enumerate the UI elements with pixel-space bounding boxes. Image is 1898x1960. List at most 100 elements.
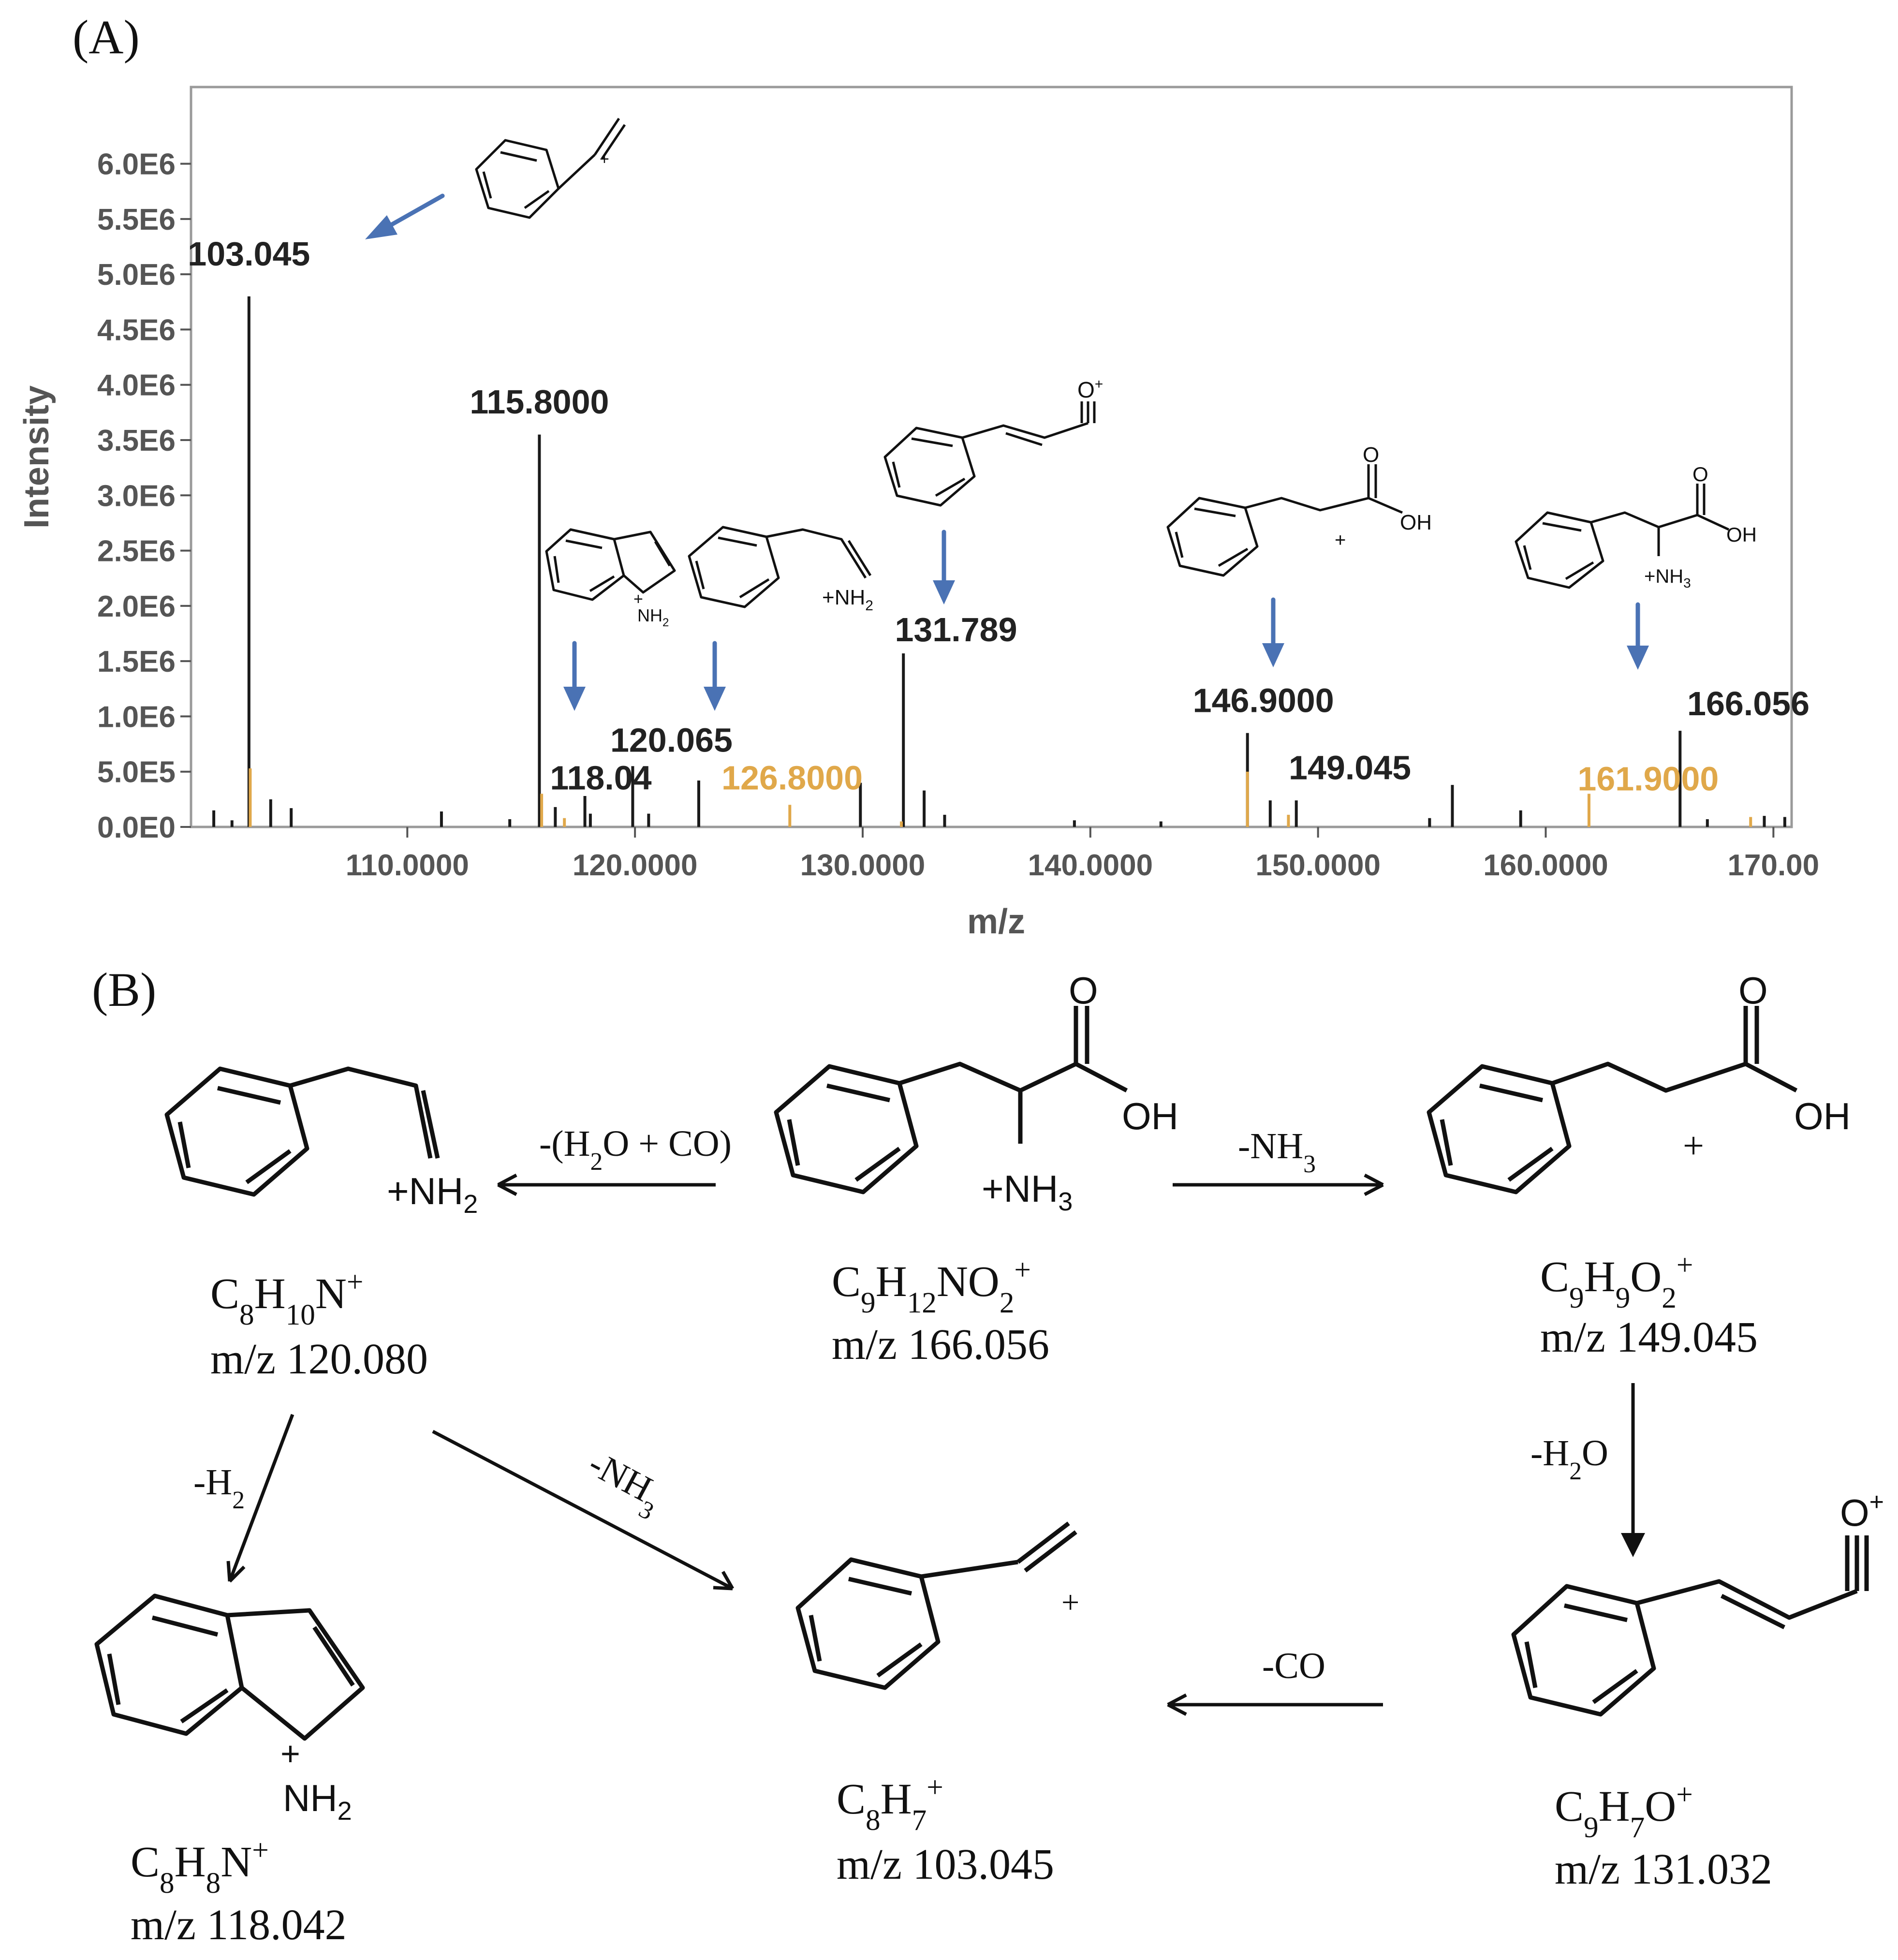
compound-labels: C8H10N+ m/z 120.080 C9H12NO2+ m/z 166.05… xyxy=(131,1249,1772,1949)
arrow-to-166 xyxy=(1627,602,1649,670)
inset-phe-hydroxyl: OH xyxy=(1726,523,1757,546)
x-tick-label: 120.0000 xyxy=(573,849,698,882)
inset-styrene-structure: + xyxy=(475,118,626,219)
scheme-phe-hydroxyl: OH xyxy=(1122,1095,1178,1137)
x-tick-label: 160.0000 xyxy=(1483,849,1608,882)
inset-phe-structure: O OH +NH3 xyxy=(1515,463,1757,590)
scheme-indole-charge: + xyxy=(280,1735,300,1772)
x-tick-label: 130.0000 xyxy=(800,849,926,882)
inset-acid-carbonyl: O xyxy=(1363,443,1379,467)
scheme-acid-charge: + xyxy=(1683,1124,1704,1166)
peak-label: 166.056 xyxy=(1687,685,1810,722)
inset-styrene-charge: + xyxy=(600,150,609,168)
arrow-to-118 xyxy=(563,641,586,711)
y-tick-label: 5.5E6 xyxy=(97,203,176,236)
y-axis: 0.0E05.0E51.0E61.5E62.0E62.5E63.0E63.5E6… xyxy=(97,148,191,844)
y-tick-label: 3.5E6 xyxy=(97,424,176,457)
x-tick-label: 150.0000 xyxy=(1255,849,1381,882)
scheme-acylium-oxygen: O+ xyxy=(1840,1488,1884,1534)
y-tick-label: 2.5E6 xyxy=(97,535,176,568)
y-tick-label: 0.0E0 xyxy=(97,811,176,844)
scheme-phe-amine: +NH3 xyxy=(982,1167,1073,1216)
inset-imine-amine: +NH2 xyxy=(822,586,873,614)
scheme-indole-structure: + NH2 xyxy=(94,1593,365,1826)
scheme-phe-carbonyl: O xyxy=(1069,969,1098,1012)
arrow-imine-to-indole xyxy=(228,1414,294,1582)
inset-acylium-structure: O+ xyxy=(883,376,1103,507)
arrow-to-131 xyxy=(933,530,955,604)
scheme-acid-hydroxyl: OH xyxy=(1794,1095,1851,1137)
panel-a-label: (A) xyxy=(73,10,140,64)
scheme-acylium-structure: O+ xyxy=(1511,1488,1884,1717)
label-loss-h2o: -H2O xyxy=(1530,1433,1608,1485)
y-tick-label: 1.5E6 xyxy=(97,645,176,678)
imine-mz: m/z 120.080 xyxy=(210,1335,428,1383)
imine-formula: C8H10N+ xyxy=(210,1266,363,1331)
acylium-formula: C9H7O+ xyxy=(1555,1778,1693,1844)
peak-label: 120.065 xyxy=(610,722,733,759)
indole-mz: m/z 118.042 xyxy=(131,1901,347,1949)
annotation-arrows xyxy=(365,193,1649,711)
styrene-mz: m/z 103.045 xyxy=(837,1841,1054,1888)
inset-phe-carbonyl: O xyxy=(1692,463,1708,486)
phe-mz: m/z 166.056 xyxy=(832,1321,1049,1369)
inset-acid-charge: + xyxy=(1335,530,1346,551)
scheme-indole-amine: NH2 xyxy=(283,1777,352,1826)
inset-indole-amine: NH2 xyxy=(637,605,669,629)
inset-acid-hydroxyl: OH xyxy=(1400,511,1432,534)
fragmentation-scheme: +NH2 O OH +NH3 O OH + xyxy=(94,969,1884,1826)
inset-acylium-oxygen: O+ xyxy=(1077,376,1103,402)
y-tick-label: 1.0E6 xyxy=(97,700,176,734)
mass-spectrum-chart: 0.0E05.0E51.0E61.5E62.0E62.5E63.0E63.5E6… xyxy=(17,86,1819,941)
label-loss-h2: -H2 xyxy=(193,1462,245,1514)
scheme-acid-carbonyl: O xyxy=(1738,969,1768,1012)
y-tick-label: 2.0E6 xyxy=(97,590,176,623)
x-tick-label: 110.0000 xyxy=(346,849,469,882)
peak-label: 146.9000 xyxy=(1193,681,1334,719)
arrow-to-120 xyxy=(704,641,726,711)
inset-acid-structure: O OH + xyxy=(1166,443,1432,577)
acylium-mz: m/z 131.032 xyxy=(1555,1845,1772,1893)
inset-indole-charge: + xyxy=(633,590,643,608)
scheme-imine-structure: +NH2 xyxy=(164,1066,478,1219)
acid-mz: m/z 149.045 xyxy=(1540,1313,1758,1361)
x-axis-title: m/z xyxy=(967,902,1025,941)
y-tick-label: 6.0E6 xyxy=(97,148,176,181)
arrow-imine-to-styrene xyxy=(432,1429,734,1591)
peak-label: 126.8000 xyxy=(721,759,863,796)
y-tick-label: 4.0E6 xyxy=(97,369,176,402)
y-tick-label: 5.0E6 xyxy=(97,258,176,292)
scheme-phe-structure: O OH +NH3 xyxy=(774,969,1178,1216)
peak-label: 103.045 xyxy=(188,235,310,273)
x-tick-label: 170.00 xyxy=(1728,849,1820,882)
inset-indole-structure: + NH2 xyxy=(545,528,676,629)
arrow-to-146 xyxy=(1262,597,1284,667)
scheme-styrene-charge: + xyxy=(1061,1585,1079,1620)
indole-formula: C8H8N+ xyxy=(131,1834,269,1900)
panel-b-label: (B) xyxy=(92,963,156,1017)
peak-labels: 103.045115.8000118.04120.065126.8000131.… xyxy=(188,235,1810,798)
reaction-arrows xyxy=(226,1173,1645,1716)
x-tick-label: 140.0000 xyxy=(1028,849,1153,882)
arrow-to-103 xyxy=(365,193,445,239)
inset-phe-amine: +NH3 xyxy=(1644,566,1691,590)
label-loss-nh3: -NH3 xyxy=(1238,1126,1316,1178)
peak-label: 118.04 xyxy=(550,759,651,796)
spectrum-peaks xyxy=(212,296,1786,827)
y-tick-label: 5.0E5 xyxy=(97,756,176,789)
y-tick-label: 4.5E6 xyxy=(97,313,176,347)
x-axis: 110.0000 120.0000 130.0000 140.0000 150.0000… xyxy=(346,827,1819,882)
y-axis-title: Intensity xyxy=(17,385,56,529)
peak-label: 131.789 xyxy=(895,611,1017,648)
plot-frame xyxy=(190,86,1793,828)
scheme-styrene-structure: + xyxy=(795,1521,1079,1690)
inset-imine-structure: +NH2 xyxy=(688,526,873,614)
scheme-acid-structure: O OH + xyxy=(1427,969,1851,1194)
peak-label: 149.045 xyxy=(1289,749,1411,787)
scheme-imine-amine: +NH2 xyxy=(387,1170,478,1219)
inset-structures: + + NH2 +NH2 O+ xyxy=(475,118,1757,629)
label-loss-co: -CO xyxy=(1262,1646,1325,1686)
styrene-formula: C8H7+ xyxy=(837,1771,943,1837)
peak-label: 161.9000 xyxy=(1577,760,1719,798)
